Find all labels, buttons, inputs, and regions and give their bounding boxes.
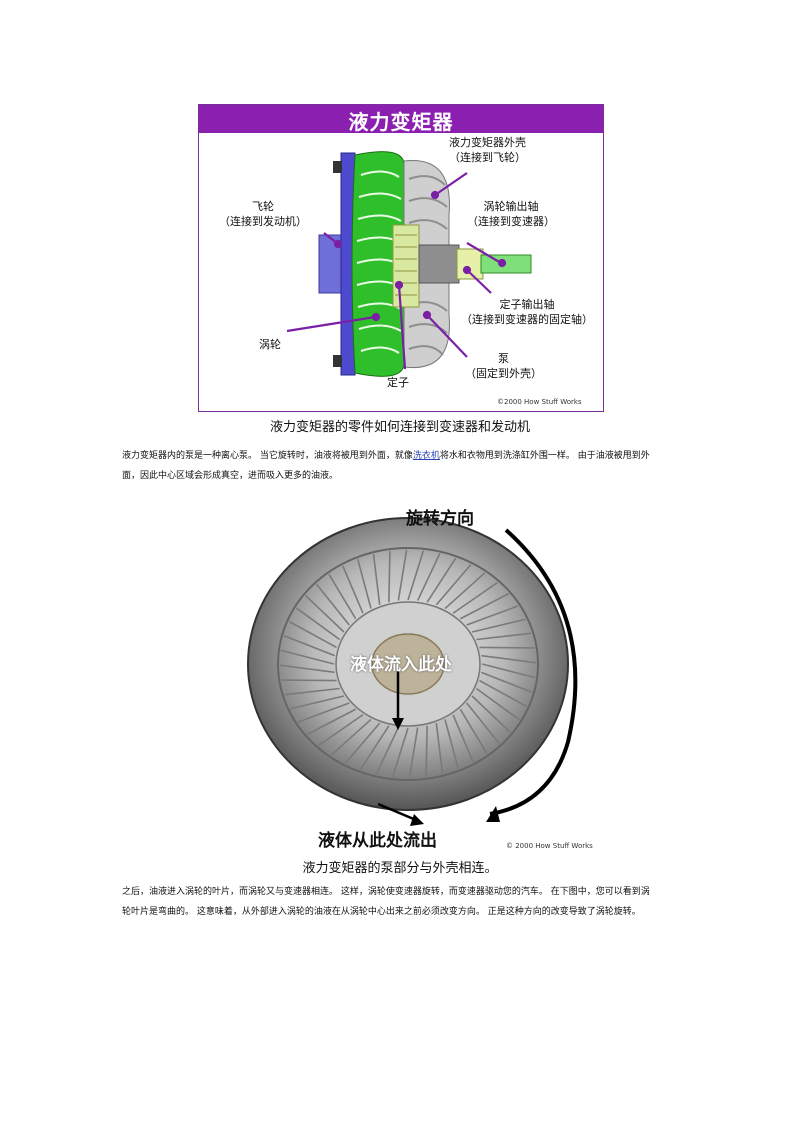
pump-blade bbox=[297, 702, 350, 723]
pump-blade bbox=[481, 663, 536, 679]
pump-blade bbox=[435, 723, 444, 774]
pump-blade bbox=[471, 695, 511, 733]
pump-copyright: © 2000 How Stuff Works bbox=[506, 842, 593, 850]
label-stator: 定子 bbox=[387, 376, 409, 389]
figure1-caption: 液力变矩器的零件如何连接到变速器和发动机 bbox=[269, 420, 530, 435]
pump-blade bbox=[290, 695, 345, 710]
pump-blade bbox=[466, 605, 519, 626]
pump-blade bbox=[342, 565, 364, 614]
pump-blade bbox=[425, 725, 428, 777]
pump-blade bbox=[372, 554, 381, 605]
pump-blade bbox=[481, 654, 537, 664]
pump-blade bbox=[306, 708, 357, 736]
pump-blade bbox=[375, 727, 400, 775]
pump-blade bbox=[318, 714, 364, 747]
pump-blade bbox=[426, 557, 457, 603]
label-turbine-shaft: 涡轮输出轴 （连接到变速器） bbox=[467, 200, 555, 228]
pump-blade bbox=[305, 595, 345, 633]
pump-blade bbox=[416, 553, 441, 601]
figure2-caption: 液力变矩器的泵部分与外壳相连。 bbox=[302, 861, 498, 876]
paragraph-2: 之后，油液进入涡轮的叶片，而涡轮又与变速器相连。 这样，涡轮使变速器旋转，而变速… bbox=[122, 882, 682, 922]
outflow-label: 液体从此处流出 bbox=[318, 831, 437, 851]
pump-blade bbox=[315, 583, 350, 626]
pump-blade bbox=[295, 607, 341, 641]
inflow-label: 液体流入此处 bbox=[350, 655, 452, 675]
pump-blade bbox=[471, 618, 526, 633]
label-flywheel: 飞轮 （连接到发动机） bbox=[219, 200, 307, 228]
pump-blade bbox=[397, 549, 408, 601]
pump-blade bbox=[280, 649, 335, 665]
pump-blade bbox=[452, 581, 498, 614]
pump-blade bbox=[476, 632, 532, 641]
pump-blade bbox=[452, 714, 474, 763]
pump-blade bbox=[328, 573, 357, 620]
paragraph-1: 液力变矩器内的泵是一种离心泵。 当它旋转时，油液将被甩到外面，就像洗衣机将水和衣… bbox=[122, 446, 682, 486]
pump-blade bbox=[475, 687, 521, 721]
pump-illustration: 旋转方向 液体流入此处 液体从此处流出 © 2000 How Stuff Wor… bbox=[238, 492, 598, 852]
pump-blade bbox=[284, 687, 340, 696]
label-stator-shaft: 定子输出轴 （连接到变速器的固定轴） bbox=[461, 298, 593, 326]
paragraph-2-line-1: 之后，油液进入涡轮的叶片，而涡轮又与变速器相连。 这样，涡轮使变速器旋转，而变速… bbox=[122, 887, 650, 897]
pump-blade bbox=[459, 708, 488, 755]
torque-converter-diagram: 液力变矩器 bbox=[198, 104, 604, 412]
pump-blade bbox=[435, 564, 472, 606]
label-turbine: 涡轮 bbox=[259, 338, 281, 351]
pump-blade bbox=[279, 664, 335, 674]
label-housing: 液力变矩器外壳 （连接到飞轮） bbox=[449, 136, 526, 164]
pump-blade bbox=[388, 551, 391, 603]
rotation-direction-label: 旋转方向 bbox=[406, 509, 474, 529]
pump-blade bbox=[359, 725, 390, 771]
diagram-title: 液力变矩器 bbox=[348, 110, 454, 134]
label-pump: 泵 （固定到外壳） bbox=[465, 352, 542, 380]
pump-blade bbox=[444, 572, 486, 610]
pump-blade bbox=[344, 722, 381, 764]
pump-drawing bbox=[247, 517, 578, 826]
paragraph-2-line-2: 轮叶片是弯曲的。 这意味着，从外部进入涡轮的油液在从涡轮中心出来之前必须改变方向… bbox=[122, 907, 641, 917]
pump-blade bbox=[407, 550, 425, 601]
pump-blade bbox=[481, 671, 533, 694]
pump-blade bbox=[479, 679, 528, 708]
pump-blade bbox=[408, 727, 419, 779]
converter-cutaway-drawing bbox=[286, 151, 532, 377]
pump-blade bbox=[283, 634, 335, 657]
paragraph-1-line-2: 面，因此中心区域会形成真空，进而吸入更多的油液。 bbox=[122, 471, 339, 481]
pump-blade bbox=[459, 592, 510, 620]
diagram-banner: 液力变矩器 bbox=[199, 105, 603, 134]
pump-blade bbox=[356, 558, 372, 609]
pump-blade bbox=[466, 702, 501, 745]
pump-blade bbox=[444, 719, 460, 770]
washing-machine-link[interactable]: 洗衣机 bbox=[412, 451, 440, 461]
pump-blade bbox=[391, 727, 409, 778]
pump-blade bbox=[288, 620, 337, 649]
paragraph-1-line-1: 液力变矩器内的泵是一种离心泵。 当它旋转时，油液将被甩到外面，就像洗衣机将水和衣… bbox=[122, 451, 650, 461]
diagram-copyright: ©2000 How Stuff Works bbox=[497, 398, 582, 406]
pump-blade bbox=[330, 718, 372, 756]
